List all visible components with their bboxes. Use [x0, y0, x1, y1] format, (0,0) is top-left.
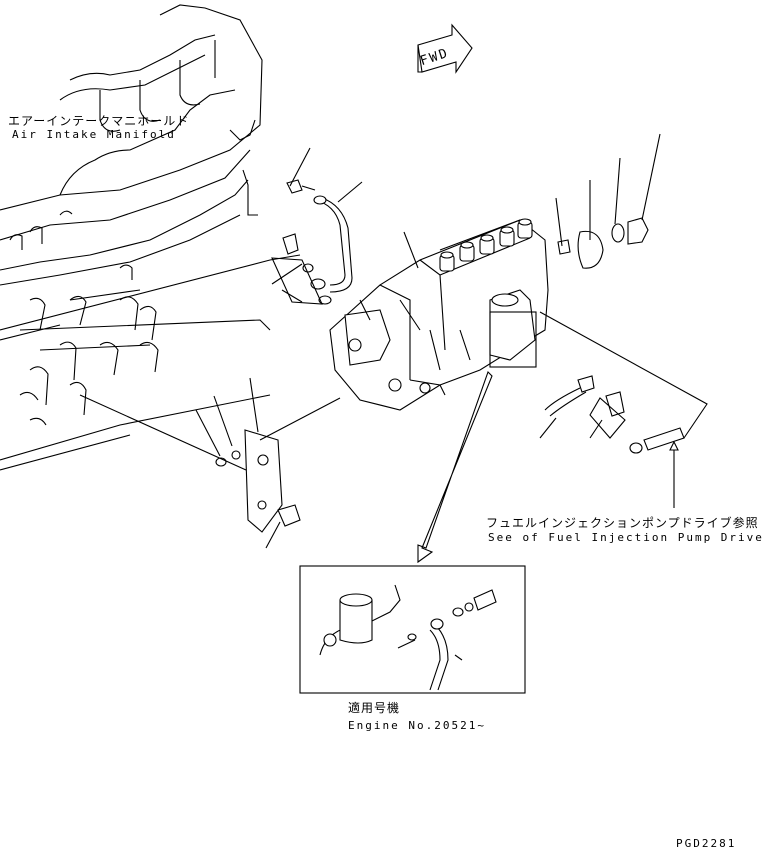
- drawing-code: PGD2281: [676, 837, 737, 849]
- label-pump-drive-en: See of Fuel Injection Pump Drive: [488, 531, 764, 544]
- leader-lines: [79, 133, 708, 549]
- fuel-pipe: [271, 179, 353, 305]
- label-engine-no: Engine No.20521~: [348, 719, 486, 732]
- drive-gear-set: [557, 217, 649, 269]
- return-pipe: [544, 375, 685, 454]
- detail-box: [299, 565, 526, 694]
- detail-arrow-icon: [417, 370, 493, 564]
- label-manifold-en: Air Intake Manifold: [12, 128, 176, 141]
- label-pump-drive-jp: フュエルインジェクションポンプドライブ参照: [486, 516, 759, 530]
- label-applicable-jp: 適用号機: [348, 701, 401, 715]
- fwd-arrow-icon: [417, 23, 473, 74]
- air-intake-manifold: [0, 4, 263, 286]
- fuel-injection-pump: [329, 218, 549, 411]
- engine-block: [0, 254, 301, 471]
- mounting-bracket: [215, 429, 301, 533]
- label-manifold-jp: エアーインテークマニホールド: [8, 114, 190, 128]
